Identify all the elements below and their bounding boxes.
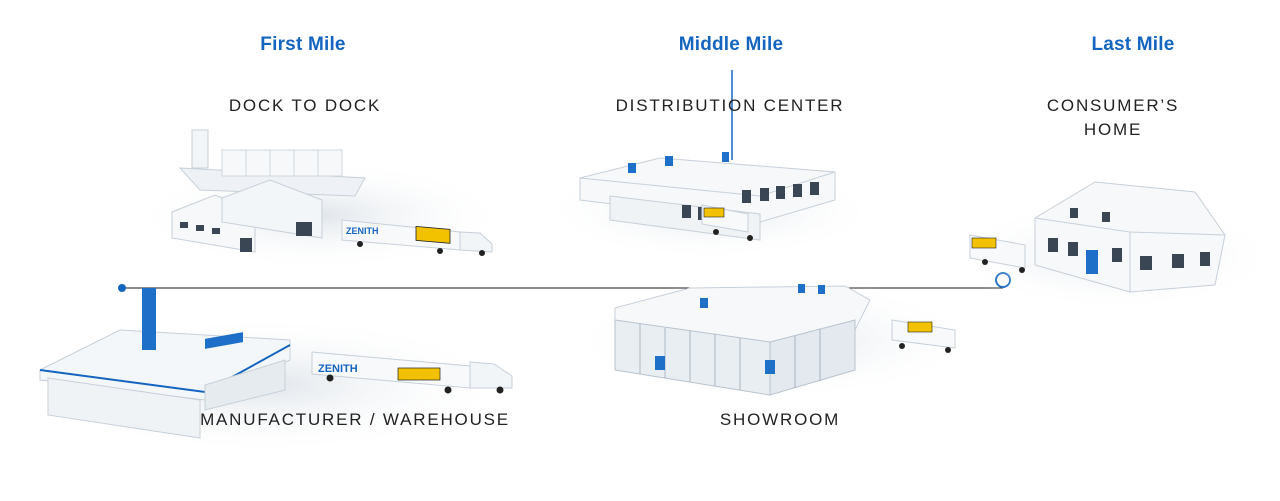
semi-truck-icon: ZENITH bbox=[341, 219, 493, 256]
cargo-ship-icon bbox=[178, 129, 366, 197]
label-consumers-home-line2: HOME bbox=[1083, 120, 1143, 139]
heading-middle-mile: Middle Mile bbox=[678, 34, 784, 55]
label-showroom: SHOWROOM bbox=[719, 410, 841, 429]
dock-warehouse-icon bbox=[171, 179, 323, 253]
distribution-center-icon bbox=[579, 152, 836, 241]
front-door bbox=[1086, 250, 1098, 274]
truck-brand-label-2: ZENITH bbox=[318, 363, 358, 375]
label-consumers-home: CONSUMER’S HOME bbox=[1028, 94, 1198, 142]
label-distribution-center: DISTRIBUTION CENTER bbox=[615, 96, 845, 115]
truck-brand-label: ZENITH bbox=[346, 226, 379, 236]
consumer-home-icon bbox=[969, 181, 1226, 293]
manufacturer-warehouse-icon bbox=[39, 288, 291, 439]
label-consumers-home-line1: CONSUMER’S bbox=[1046, 96, 1180, 115]
heading-first-mile: First Mile bbox=[260, 34, 346, 55]
label-manufacturer-warehouse: MANUFACTURER / WAREHOUSE bbox=[200, 410, 510, 429]
heading-last-mile: Last Mile bbox=[1091, 34, 1175, 55]
showroom-icon bbox=[614, 284, 956, 396]
route-start-dot bbox=[118, 284, 126, 292]
chimney bbox=[142, 288, 156, 350]
label-dock-to-dock: DOCK TO DOCK bbox=[228, 96, 382, 115]
semi-truck-icon-2: ZENITH bbox=[311, 351, 513, 394]
